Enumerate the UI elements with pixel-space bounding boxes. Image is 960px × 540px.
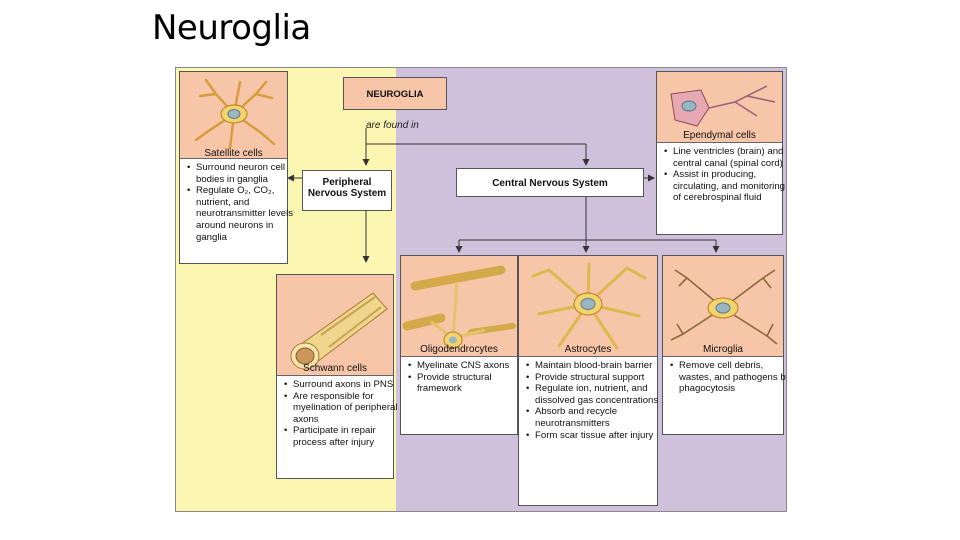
oligodendrocytes-functions: Myelinate CNS axons Provide structural f… — [406, 360, 525, 395]
slide-title: Neuroglia — [152, 8, 311, 48]
pns-label-box: Peripheral Nervous System — [302, 170, 392, 211]
cns-label-box: Central Nervous System — [456, 168, 644, 197]
astrocytes-card: Astrocytes Maintain blood-brain barrier … — [518, 255, 658, 506]
pns-label: Peripheral Nervous System — [307, 177, 387, 199]
microglia-functions: Remove cell debris, wastes, and pathogen… — [668, 360, 786, 395]
schwann-function-1: Surround axons in PNS — [284, 379, 399, 391]
microglia-card: Microglia Remove cell debris, wastes, an… — [662, 255, 786, 435]
astrocytes-function-1: Maintain blood-brain barrier — [526, 360, 665, 372]
root-label: NEUROGLIA — [366, 89, 424, 100]
ependymal-cells-name: Ependymal cells — [683, 130, 756, 141]
oligodendrocytes-name: Oligodendrocytes — [420, 344, 498, 355]
astrocytes-name: Astrocytes — [564, 344, 612, 355]
ependymal-function-1: Line ventricles (brain) and central cana… — [664, 146, 786, 169]
microglia-illustration — [663, 256, 783, 357]
astrocytes-function-3: Regulate ion, nutrient, and dissolved ga… — [526, 383, 665, 406]
oligodendrocyte-illustration — [401, 256, 517, 357]
schwann-cells-name: Schwann cells — [303, 363, 367, 374]
root-link-label: are found in — [366, 120, 419, 131]
satellite-cells-card: Satellite cells Surround neuron cell bod… — [179, 71, 293, 264]
astrocyte-illustration — [519, 256, 657, 357]
microglia-name: Microglia — [702, 344, 743, 355]
schwann-function-3: Participate in repair process after inju… — [284, 425, 399, 448]
neuroglia-root-box: NEUROGLIA — [343, 77, 447, 110]
ependymal-cells-card: Ependymal cells Line ventricles (brain) … — [656, 71, 785, 235]
satellite-function-1: Surround neuron cell bodies in ganglia — [187, 162, 294, 185]
astrocytes-function-5: Form scar tissue after injury — [526, 430, 665, 442]
oligodendrocytes-function-2: Provide structural framework — [408, 372, 525, 395]
oligodendrocytes-card: Oligodendrocytes Myelinate CNS axons Pro… — [400, 255, 518, 435]
cns-label: Central Nervous System — [492, 178, 608, 189]
microglia-function-1: Remove cell debris, wastes, and pathogen… — [670, 360, 786, 395]
schwann-function-2: Are responsible for myelination of perip… — [284, 391, 399, 426]
oligodendrocytes-function-1: Myelinate CNS axons — [408, 360, 525, 372]
schwann-cells-card: Schwann cells Surround axons in PNS Are … — [276, 274, 398, 479]
neuroglia-diagram: NEUROGLIA are found in Peripheral Nervou… — [175, 67, 787, 512]
astrocytes-function-4: Absorb and recycle neurotransmitters — [526, 406, 665, 429]
satellite-cells-name: Satellite cells — [204, 148, 263, 159]
satellite-function-2: Regulate O₂, CO₂, nutrient, and neurotra… — [187, 185, 294, 243]
astrocytes-functions: Maintain blood-brain barrier Provide str… — [524, 360, 665, 441]
satellite-cell-illustration — [180, 72, 287, 159]
ependymal-function-2: Assist in producing, circulating, and mo… — [664, 169, 786, 204]
schwann-cell-illustration — [277, 275, 393, 376]
astrocytes-function-2: Provide structural support — [526, 372, 665, 384]
schwann-cells-functions: Surround axons in PNS Are responsible fo… — [282, 379, 399, 449]
satellite-cells-functions: Surround neuron cell bodies in ganglia R… — [185, 162, 294, 243]
ependymal-cell-illustration — [657, 72, 782, 143]
connector-lines — [287, 128, 720, 263]
ependymal-cells-functions: Line ventricles (brain) and central cana… — [662, 146, 786, 204]
